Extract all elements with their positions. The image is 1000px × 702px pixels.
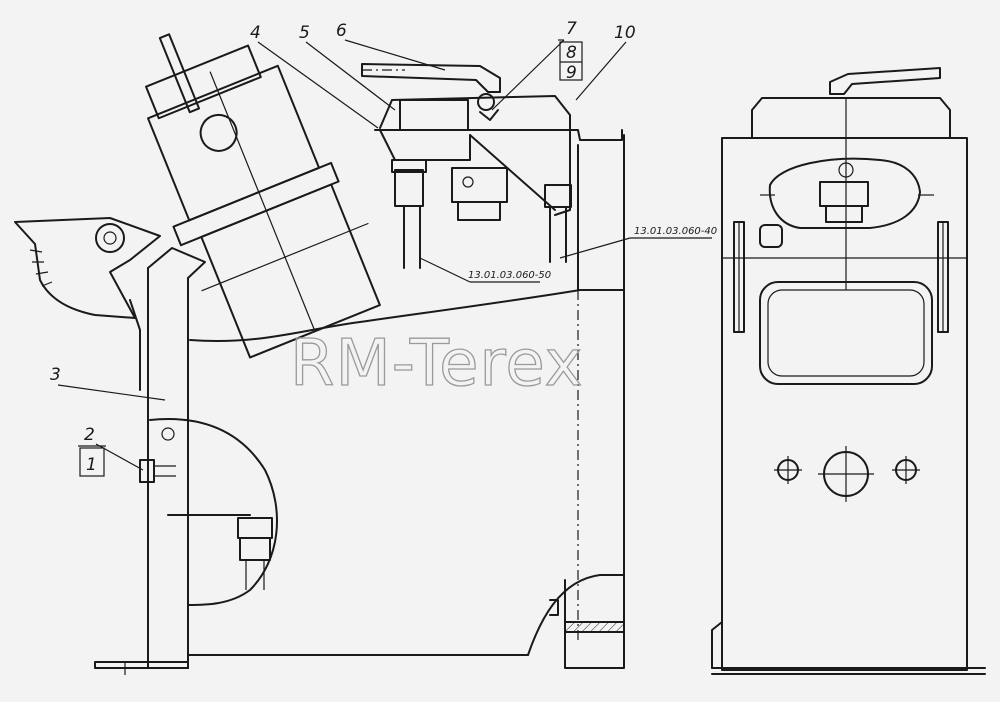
front-valve-window bbox=[760, 157, 934, 229]
side-view: 1 2 3 4 5 6 7 8 9 10 13.01.03.060-50 13.… bbox=[14, 19, 717, 675]
valve-housing bbox=[374, 93, 623, 269]
lower-cutaway bbox=[139, 418, 278, 606]
part-number-right-tube: 13.01.03.060-40 bbox=[634, 226, 717, 237]
cabinet-body bbox=[94, 134, 625, 675]
front-handle bbox=[829, 67, 941, 95]
front-view bbox=[711, 67, 986, 675]
pedal-lever bbox=[14, 217, 161, 391]
callout-8: 8 bbox=[566, 43, 577, 63]
part-number-left-tube: 13.01.03.060-50 bbox=[468, 270, 551, 281]
front-inspection-window bbox=[759, 281, 933, 385]
callout-3: 3 bbox=[50, 365, 61, 385]
callout-2: 2 bbox=[84, 425, 95, 445]
front-cabinet bbox=[711, 97, 986, 675]
tilted-cylinder bbox=[145, 33, 381, 359]
front-side-brackets bbox=[733, 221, 949, 333]
callout-1: 1 bbox=[86, 455, 97, 475]
callout-4: 4 bbox=[250, 23, 261, 43]
watermark: RM-Terex bbox=[290, 327, 584, 401]
valve-handle bbox=[361, 63, 501, 93]
callout-9: 9 bbox=[566, 63, 577, 83]
callout-6: 6 bbox=[336, 21, 347, 41]
front-holes bbox=[774, 446, 920, 502]
callout-7: 7 bbox=[566, 19, 577, 39]
leader-lines bbox=[57, 39, 712, 477]
callout-10: 10 bbox=[614, 23, 636, 43]
callout-5: 5 bbox=[299, 23, 310, 43]
